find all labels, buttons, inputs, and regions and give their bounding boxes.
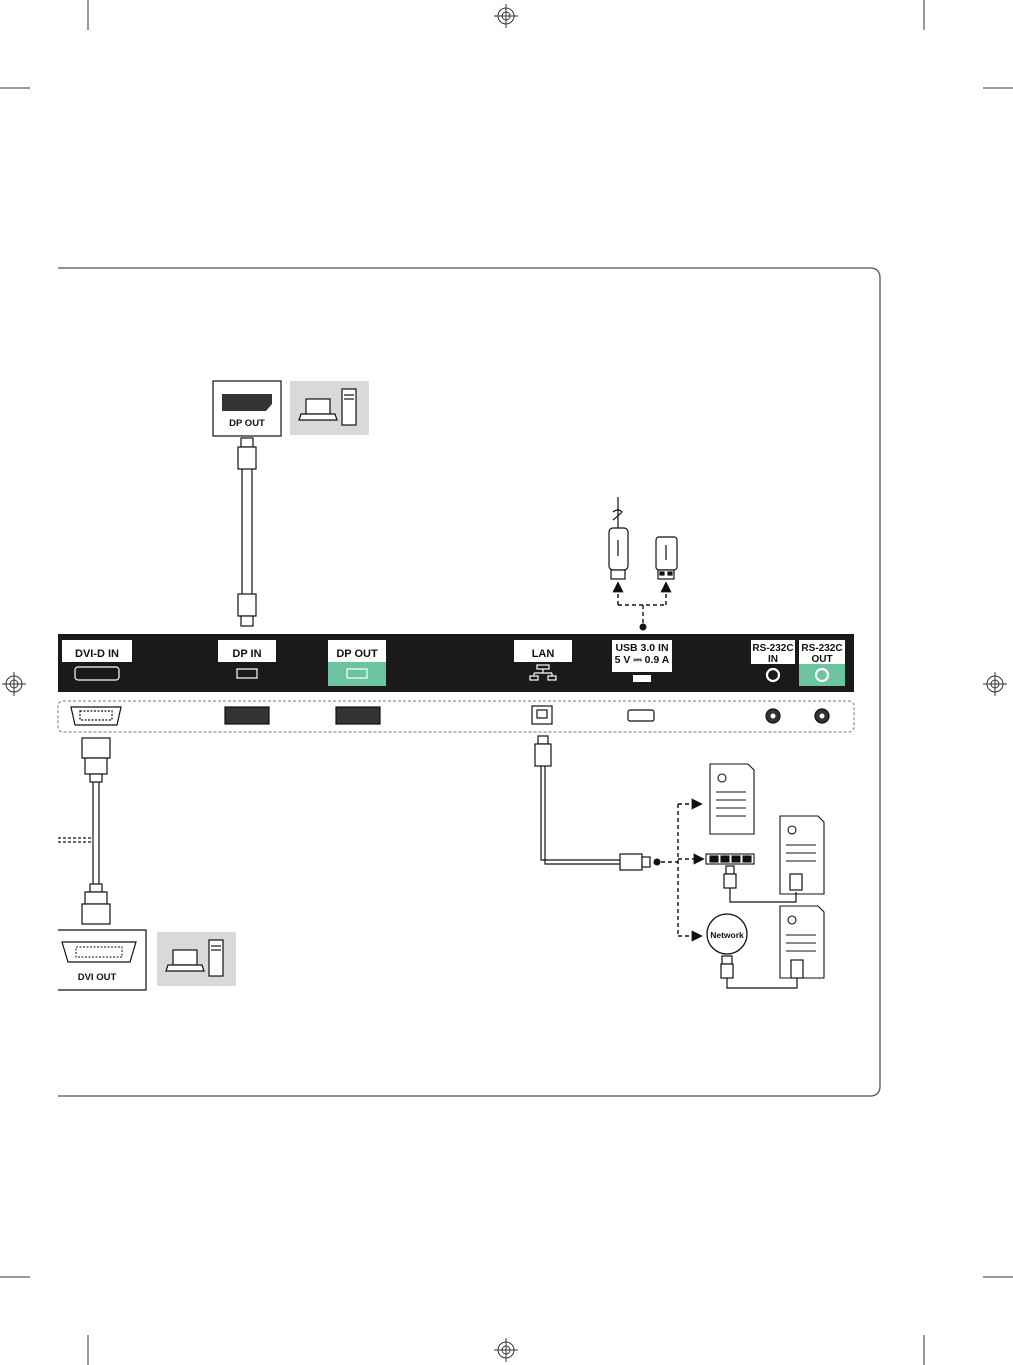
desktop-tower-icon [342,389,356,425]
crosshair-top-icon [494,4,518,28]
dp-out-port: DP OUT [328,640,386,686]
network-label: Network [710,930,744,940]
pc-box-top [290,381,369,435]
rs232c-out-label-line1: RS-232C [801,643,842,654]
dvi-d-in-label: DVI-D IN [75,648,119,660]
port-outline-strip [58,701,854,732]
usb-port: USB 3.0 IN 5 V ⎓ 0.9 A [612,640,672,686]
rs232c-in-label-line2: IN [768,654,778,665]
dp-out-label: DP OUT [336,648,378,660]
dp-device-socket-icon [222,394,272,411]
usb-label-line2: 5 V ⎓ 0.9 A [615,654,670,666]
physical-connectors [71,706,829,725]
network-hub-icon [706,854,754,864]
dp-cable [238,438,256,626]
desktop-tower-icon [209,940,223,976]
network-to-tower-cable [721,956,803,988]
crosshair-bottom-icon [494,1338,518,1362]
dp-in-port: DP IN [218,640,276,686]
crosshair-right-icon [983,672,1007,696]
usb-label-line1: USB 3.0 IN [615,642,668,654]
rs232c-out-port: RS-232C OUT [799,640,845,686]
lan-cable [535,736,650,870]
lan-junction-dot [654,859,661,866]
port-panel [58,634,854,692]
dp-out-device: DP OUT [213,381,281,436]
network-node: Network [707,914,747,954]
crosshair-left-icon [2,672,26,696]
rs232c-out-label-line2: OUT [811,654,832,665]
dvi-out-device-label: DVI OUT [78,972,117,983]
rs232c-in-label-line1: RS-232C [752,643,793,654]
usb-socket-icon [628,710,654,721]
dvi-device-socket-icon [62,942,136,962]
dp-out-device-label: DP OUT [229,418,265,429]
usb-junction-dot [640,624,647,631]
dp-in-label: DP IN [232,648,261,660]
lan-port: LAN [514,640,572,686]
usb-dashed-links [618,584,666,625]
dvi-d-in-port: DVI-D IN [62,640,132,686]
usb-devices [609,497,677,579]
lan-socket-icon [532,706,552,724]
dvi-socket-icon [71,707,121,725]
dvi-out-device: DVI OUT [58,930,146,990]
lan-label: LAN [532,648,555,660]
pc-box-bottom [157,932,236,986]
dp-in-socket-icon [225,707,269,724]
dp-out-socket-icon [336,707,380,724]
lan-options-dashed [661,804,702,936]
rs232c-in-port: RS-232C IN [751,640,795,686]
dvi-cable [58,738,110,924]
computer-tower-icon [710,764,754,834]
